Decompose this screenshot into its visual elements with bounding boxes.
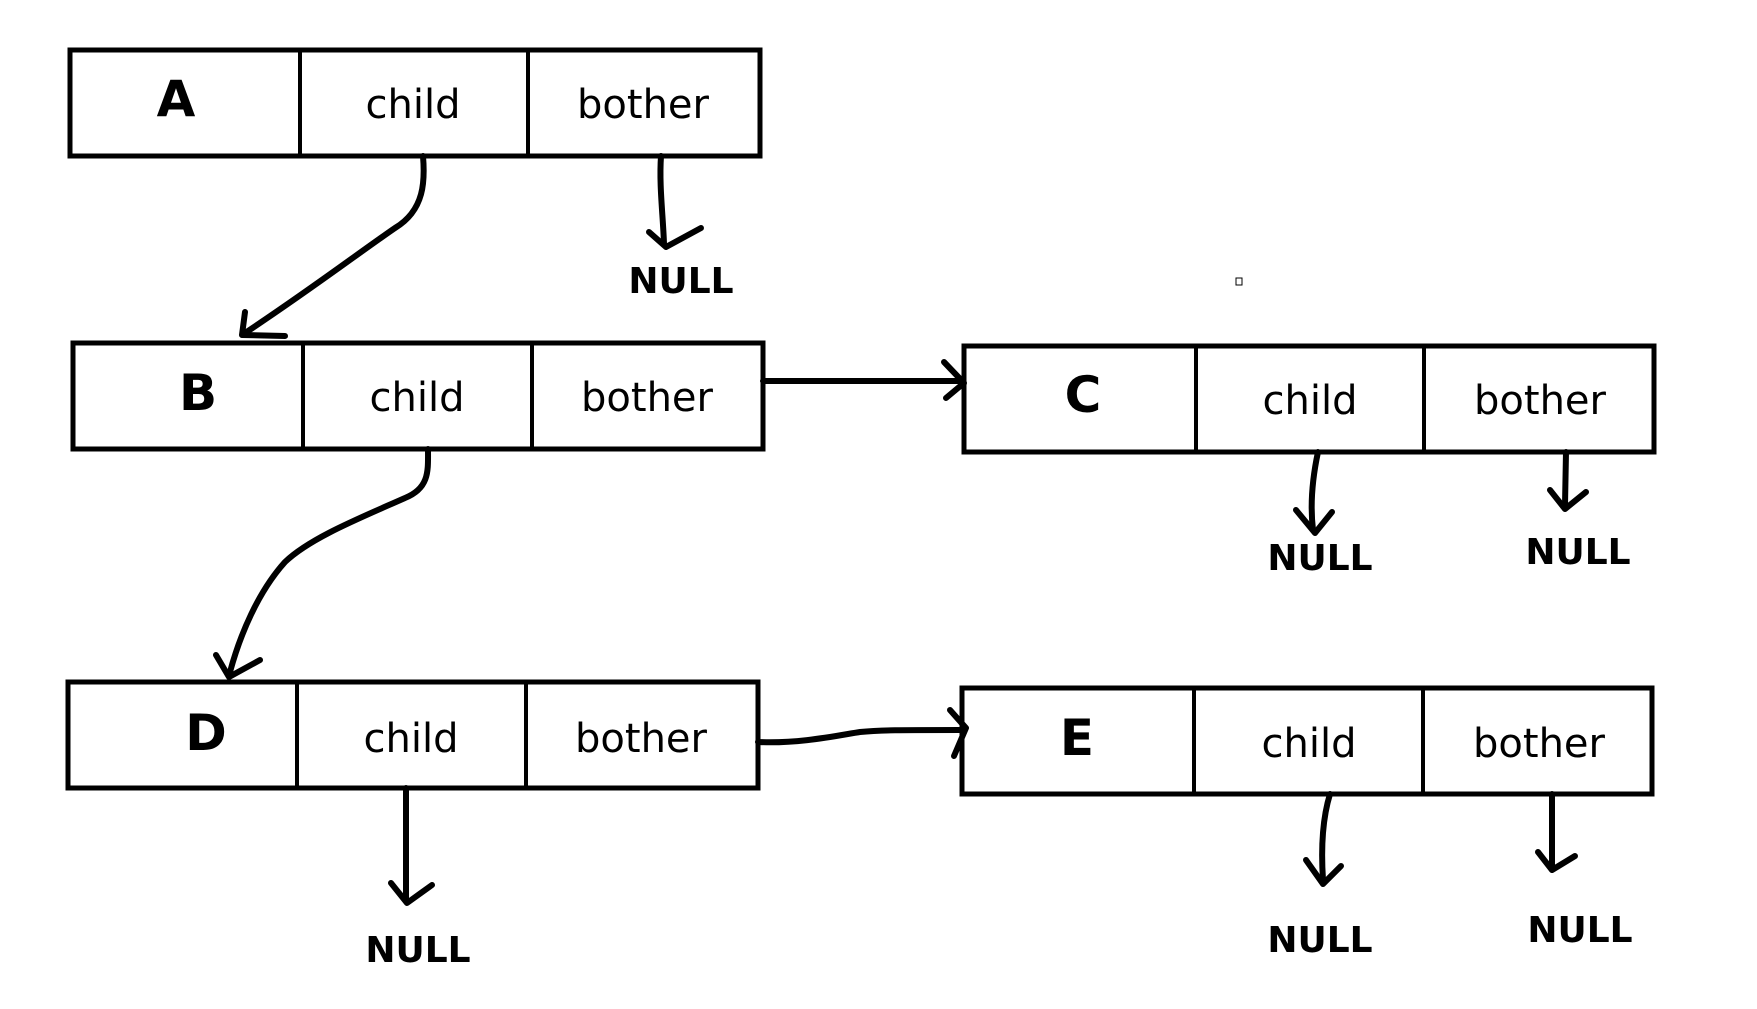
edge-e-child-arrowhead [1303,857,1344,887]
null-labels: NULL NULL NULL NULL NULL NULL [365,261,1632,971]
node-d-brother-field: bother [575,716,708,762]
edge-c-brother-to-null [1547,449,1589,512]
node-b-label: B [179,364,217,422]
edge-d-brother-to-e [755,707,969,759]
null-label-c-child: NULL [1267,538,1372,579]
edges [213,153,1589,906]
edge-a-child-line [242,153,427,336]
edge-b-brother-to-c [760,359,967,401]
node-e-box [959,685,1655,797]
edge-d-child-arrowhead [388,880,435,906]
node-d-label: D [185,704,227,762]
node-a-child-field: child [366,82,461,128]
edge-e-child-line [1319,791,1333,883]
node-e-label: E [1060,709,1094,767]
node-b-box [70,340,766,452]
node-a-label: A [157,70,196,128]
node-d-child-field: child [364,716,459,762]
node-c-brother-field: bother [1474,378,1607,424]
edge-b-brother-arrowhead [941,359,967,401]
edge-b-child-arrowhead [213,652,263,680]
edge-e-brother-to-null [1535,791,1578,873]
edge-a-child-arrowhead [239,309,288,339]
edge-d-brother-arrowhead [947,707,969,759]
node-b: B child bother [70,340,766,452]
edge-c-child-arrowhead [1293,507,1335,536]
null-label-a-brother: NULL [628,261,733,302]
node-a: A child bother [67,47,763,159]
edge-b-child-line [227,446,432,675]
edge-d-child-to-null [388,785,435,906]
node-e-child-field: child [1262,721,1357,767]
edge-a-brother-line [657,153,667,247]
edge-b-child-to-d [213,446,432,680]
null-label-e-child: NULL [1267,920,1372,961]
stray-square-mark [1235,277,1243,286]
node-c-child-field: child [1263,378,1358,424]
node-a-box [67,47,763,159]
edge-c-brother-line [1562,449,1569,508]
null-label-e-brother: NULL [1527,910,1632,951]
node-d: D child bother [65,679,761,791]
node-b-brother-field: bother [581,375,714,421]
node-c-box [961,343,1657,455]
edge-c-brother-arrowhead [1547,487,1589,512]
null-label-d-child: NULL [365,930,470,971]
edge-a-brother-to-null [646,153,704,250]
node-e: E child bother [959,685,1655,797]
node-d-box [65,679,761,791]
null-label-c-brother: NULL [1525,532,1630,573]
edge-a-brother-arrowhead [646,225,704,250]
node-e-brother-field: bother [1473,721,1606,767]
node-a-brother-field: bother [577,82,710,128]
node-c-label: C [1065,366,1102,424]
edge-d-brother-line [755,727,963,746]
edge-a-child-to-b [239,153,427,339]
edge-c-child-to-null [1293,449,1335,536]
edge-e-brother-arrowhead [1535,849,1578,873]
node-b-child-field: child [370,375,465,421]
node-c: C child bother [961,343,1657,455]
edge-c-child-line [1308,449,1321,533]
edge-e-child-to-null [1303,791,1344,887]
